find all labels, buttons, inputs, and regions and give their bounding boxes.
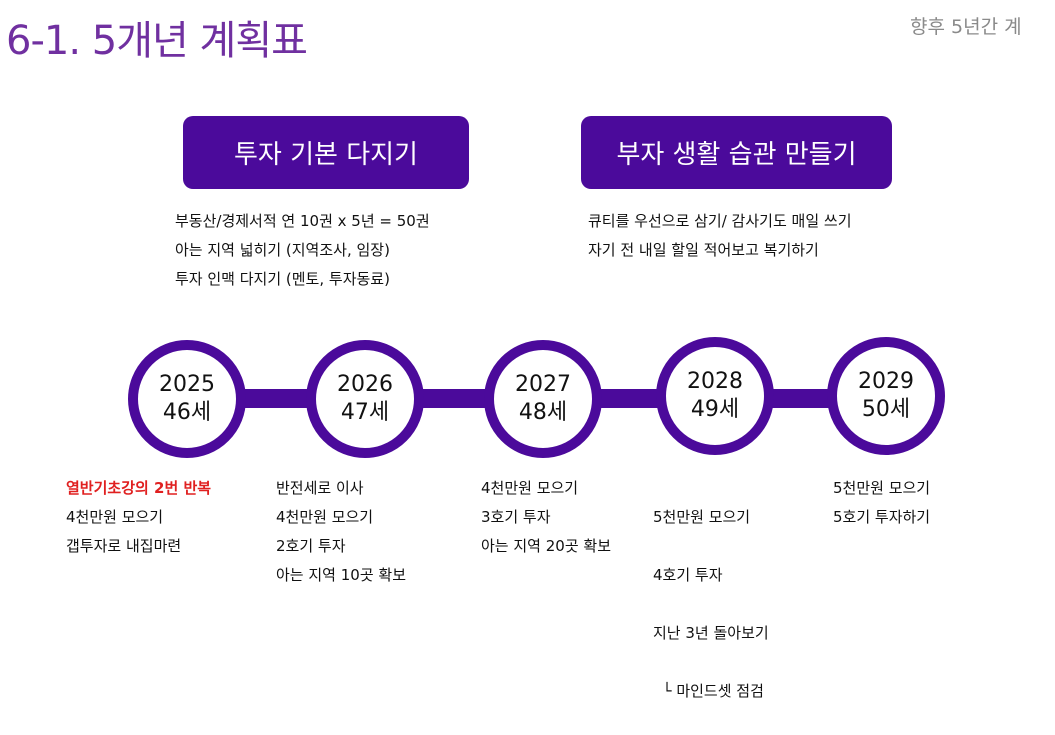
plan-list-2029: 5천만원 모으기 5호기 투자하기 [833, 474, 930, 532]
list-item: 아는 지역 10곳 확보 [276, 566, 406, 584]
year: 2025 [159, 372, 215, 397]
list-item: 갭투자로 내집마련 [66, 537, 182, 555]
list-item: 아는 지역 넓히기 (지역조사, 임장) [175, 241, 390, 259]
list-item: 5호기 투자하기 [833, 508, 931, 526]
list-item: 5천만원 모으기 [653, 508, 751, 526]
age: 50세 [861, 397, 911, 422]
year: 2029 [858, 369, 914, 394]
goal-box-investment-basics: 투자 기본 다지기 [183, 116, 469, 189]
plan-list-2028: 5천만원 모으기 4호기 투자 지난 3년 돌아보기 └ 마인드셋 점검 [653, 474, 769, 735]
timeline-node-2029: 2029 50세 [827, 337, 945, 455]
list-item: 4천만원 모으기 [276, 508, 374, 526]
year: 2028 [687, 369, 743, 394]
age: 46세 [162, 400, 212, 425]
list-item: 4호기 투자 [653, 566, 723, 584]
list-item: 지난 3년 돌아보기 [653, 624, 769, 642]
plan-list-2025: 열반기초강의 2번 반복 4천만원 모으기 갭투자로 내집마련 [66, 474, 211, 561]
plan-list-2027: 4천만원 모으기 3호기 투자 아는 지역 20곳 확보 [481, 474, 611, 561]
list-item: 부동산/경제서적 연 10권 x 5년 = 50권 [175, 212, 430, 230]
list-item: 반전세로 이사 [276, 479, 364, 497]
list-item: 큐티를 우선으로 삼기/ 감사기도 매일 쓰기 [588, 212, 852, 230]
list-item: 2호기 투자 [276, 537, 346, 555]
list-item: 투자 인맥 다지기 (멘토, 투자동료) [175, 270, 390, 288]
year: 2027 [515, 372, 571, 397]
list-item: └ 마인드셋 점검 [653, 682, 764, 700]
timeline-node-2026: 2026 47세 [306, 340, 424, 458]
goal-box-rich-habits: 부자 생활 습관 만들기 [581, 116, 892, 189]
goal-list-investment-basics: 부동산/경제서적 연 10권 x 5년 = 50권 아는 지역 넓히기 (지역조… [175, 207, 430, 294]
list-item: 5천만원 모으기 [833, 479, 931, 497]
age: 47세 [340, 400, 390, 425]
list-item: 3호기 투자 [481, 508, 551, 526]
page-subtitle: 향후 5년간 계 [910, 16, 1022, 38]
goal-list-rich-habits: 큐티를 우선으로 삼기/ 감사기도 매일 쓰기 자기 전 내일 할일 적어보고 … [588, 207, 852, 265]
list-item: 4천만원 모으기 [66, 508, 164, 526]
age: 49세 [690, 397, 740, 422]
plan-list-2026: 반전세로 이사 4천만원 모으기 2호기 투자 아는 지역 10곳 확보 [276, 474, 406, 590]
timeline-node-2028: 2028 49세 [656, 337, 774, 455]
timeline-node-2027: 2027 48세 [484, 340, 602, 458]
list-item: 4천만원 모으기 [481, 479, 579, 497]
list-item-highlight: 열반기초강의 2번 반복 [66, 479, 212, 497]
timeline-node-2025: 2025 46세 [128, 340, 246, 458]
page-title: 6-1. 5개년 계획표 [6, 18, 308, 64]
year: 2026 [337, 372, 393, 397]
age: 48세 [518, 400, 568, 425]
list-item: 자기 전 내일 할일 적어보고 복기하기 [588, 241, 819, 259]
list-item: 아는 지역 20곳 확보 [481, 537, 611, 555]
